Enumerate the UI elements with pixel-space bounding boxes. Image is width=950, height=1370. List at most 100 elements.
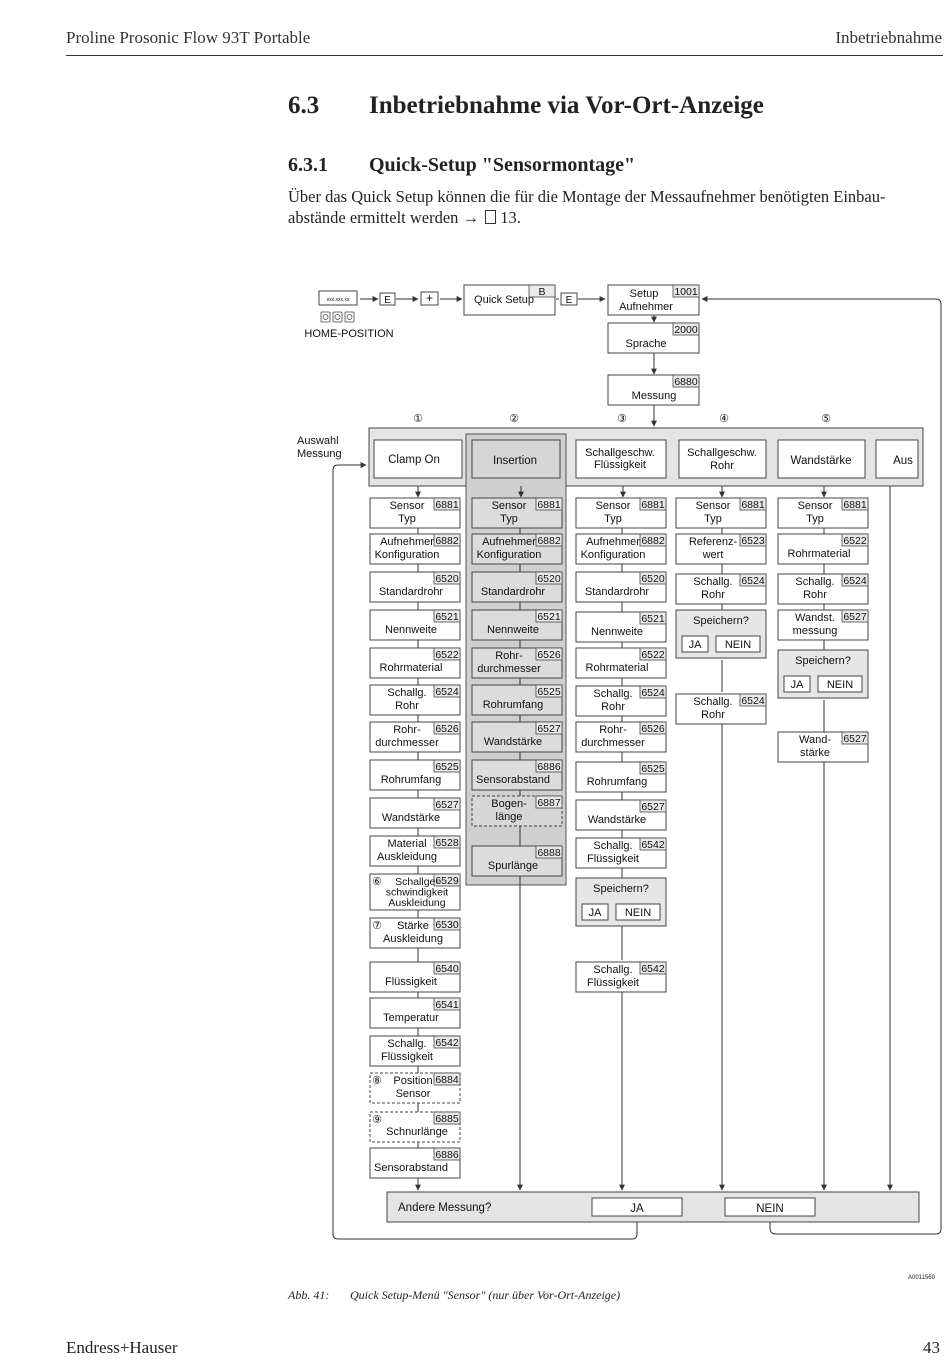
setup-code-box bbox=[672, 284, 700, 298]
col4-step-6523-1-code-box bbox=[739, 533, 767, 547]
col1-step-6530-code-box bbox=[433, 917, 461, 931]
intro-line-1: Über das Quick Setup können die für die … bbox=[288, 187, 886, 206]
key-e-1-label: E bbox=[384, 295, 391, 306]
keypad-key-dot bbox=[322, 314, 329, 320]
col1-step-6529-code-box bbox=[433, 873, 461, 887]
col1-step-6884-code: 6884 bbox=[435, 1074, 459, 1086]
col2-step-6526-line2: durchmesser bbox=[477, 663, 541, 675]
col1-step-6529-code: 6529 bbox=[435, 875, 459, 887]
col5-step-6527-4-code: 6527 bbox=[843, 733, 867, 745]
col1-step-6885-line1: Schnurlänge bbox=[386, 1126, 448, 1138]
col3-step-6542-9-line2: Flüssigkeit bbox=[587, 853, 639, 865]
col2-step-6882-code: 6882 bbox=[537, 535, 561, 547]
col2-step-6881-code: 6881 bbox=[537, 499, 561, 511]
col1-step-6526-line1: Rohr- bbox=[393, 724, 421, 736]
col1-step-6882-line1: Aufnehmer bbox=[380, 536, 434, 548]
option-schall-rohr-line2: Rohr bbox=[710, 460, 734, 472]
col1-step-6521-code-box bbox=[433, 609, 461, 623]
col5-step-6881-0-line2: Typ bbox=[806, 513, 824, 525]
col5-speichern-nein-label: NEIN bbox=[827, 679, 853, 691]
quick-setup-code: B bbox=[538, 286, 545, 298]
col2-step-6526-line1: Rohr- bbox=[495, 650, 523, 662]
col3-step-6881-0-line1: Sensor bbox=[596, 500, 631, 512]
col1-step-6542-code-box bbox=[433, 1035, 461, 1049]
col4-step-6881-0-line2: Typ bbox=[704, 513, 722, 525]
col3-step-6525-7-code-box bbox=[639, 761, 667, 775]
key-e-2-label: E bbox=[566, 295, 573, 306]
col2-step-6520-code-box bbox=[535, 571, 563, 585]
intro-line-2-text: abstände ermittelt werden → bbox=[288, 208, 484, 227]
col4-step-6524-2-code-box bbox=[739, 573, 767, 587]
keypad-key-icon bbox=[320, 311, 331, 323]
col2-step-6886-code-box bbox=[535, 759, 563, 773]
option-aus-label: Aus bbox=[893, 455, 913, 467]
col3-step-6524-5-line2: Rohr bbox=[601, 701, 625, 713]
col2-step-6520-line1: Standardrohr bbox=[481, 586, 546, 598]
col2-step-6882-line1: Aufnehmer bbox=[482, 536, 536, 548]
col3-speichern-nein-label: NEIN bbox=[625, 907, 651, 919]
col1-step-6522-line1: Rohrmaterial bbox=[380, 662, 443, 674]
col2-step-6521-code-box bbox=[535, 609, 563, 623]
col1-step-6529-line1: Schallge- bbox=[395, 876, 439, 888]
page-ref-icon bbox=[485, 210, 497, 224]
col1-step-6526-code-box bbox=[433, 721, 461, 735]
col1-step-6542-line2: Flüssigkeit bbox=[381, 1051, 433, 1063]
intro-paragraph: Über das Quick Setup können die für die … bbox=[288, 186, 943, 228]
col2-step-6527-code-box bbox=[535, 721, 563, 735]
col3-step-6542-10-line1: Schallg. bbox=[593, 964, 632, 976]
col2-step-6525-code: 6525 bbox=[537, 686, 561, 698]
col1-step-6541-line1: Temperatur bbox=[383, 1012, 439, 1024]
col2-step-6521-line1: Nennweite bbox=[487, 624, 539, 636]
key-plus bbox=[420, 291, 439, 306]
col4-step-6524-3-line1: Schallg. bbox=[693, 696, 732, 708]
col2-step-6886-code: 6886 bbox=[537, 761, 561, 773]
intro-page-ref: 13. bbox=[500, 208, 521, 227]
subsection-number: 6.3.1 bbox=[288, 154, 328, 176]
col3-step-6527-8-code: 6527 bbox=[641, 801, 665, 813]
col4-step-6523-1-line2: wert bbox=[702, 549, 724, 561]
col3-step-6520-2-line1: Standardrohr bbox=[585, 586, 650, 598]
col4-step-6524-2-line1: Schallg. bbox=[693, 576, 732, 588]
subsection-title: Quick-Setup "Sensormontage" bbox=[369, 154, 636, 176]
messung-label: Messung bbox=[632, 390, 677, 402]
col1-step-6520-line1: Standardrohr bbox=[379, 586, 444, 598]
col4-speichern-ja-label: JA bbox=[689, 639, 703, 651]
col2-step-6526-code-box bbox=[535, 647, 563, 661]
caption-label: Abb. 41: bbox=[288, 1288, 330, 1302]
col3-speichern-ja-button bbox=[581, 903, 609, 921]
col2-step-6886-line1: Sensorabstand bbox=[476, 774, 550, 786]
col1-step-6524-code-box bbox=[433, 684, 461, 698]
col1-step-6525-code-box bbox=[433, 759, 461, 773]
col1-step-6527-code: 6527 bbox=[435, 799, 459, 811]
setup-line2: Aufnehmer bbox=[619, 301, 673, 313]
col3-step-6524-5-line1: Schallg. bbox=[593, 688, 632, 700]
col3-step-6882-1-code-box bbox=[639, 533, 667, 547]
messung-code-box bbox=[672, 374, 700, 388]
col3-step-6542-10-code: 6542 bbox=[641, 963, 665, 975]
option-schallgeschw-fluessigkeit bbox=[575, 439, 667, 479]
col2-step-6882-code-box bbox=[535, 533, 563, 547]
option-wandstaerke-label: Wandstärke bbox=[791, 455, 852, 467]
header-chapter: Inbetriebnahme bbox=[835, 28, 942, 47]
col2-step-6887-code: 6887 bbox=[537, 797, 561, 809]
col4-speichern-nein-label: NEIN bbox=[725, 639, 751, 651]
keypad-key-icon bbox=[332, 311, 343, 323]
col2-step-6881-code-box bbox=[535, 497, 563, 511]
column-marker-4: ④ bbox=[719, 413, 729, 425]
option-schall-rohr-line1: Schallgeschw. bbox=[687, 447, 757, 459]
section-heading: 6.3 Inbetriebnahme via Vor-Ort-Anzeige bbox=[288, 92, 764, 120]
option-schallgeschw-rohr bbox=[678, 439, 767, 479]
footer-page-number: 43 bbox=[923, 1338, 940, 1357]
keypad-key-dot bbox=[334, 314, 341, 320]
option-clamp-on bbox=[373, 439, 463, 479]
col4-speichern-question: Speichern? bbox=[693, 615, 749, 627]
col1-step-6524-line1: Schallg. bbox=[387, 687, 426, 699]
col3-step-6522-4-line1: Rohrmaterial bbox=[586, 662, 649, 674]
key-plus-label: + bbox=[426, 291, 433, 305]
col3-step-6521-3-code-box bbox=[639, 611, 667, 625]
col3-speichern-nein-button bbox=[615, 903, 661, 921]
key-e-2 bbox=[560, 292, 578, 306]
col1-step-6522-code: 6522 bbox=[435, 649, 459, 661]
col3-step-6542-9-code-box bbox=[639, 837, 667, 851]
col2-step-6887-line2: länge bbox=[496, 811, 523, 823]
